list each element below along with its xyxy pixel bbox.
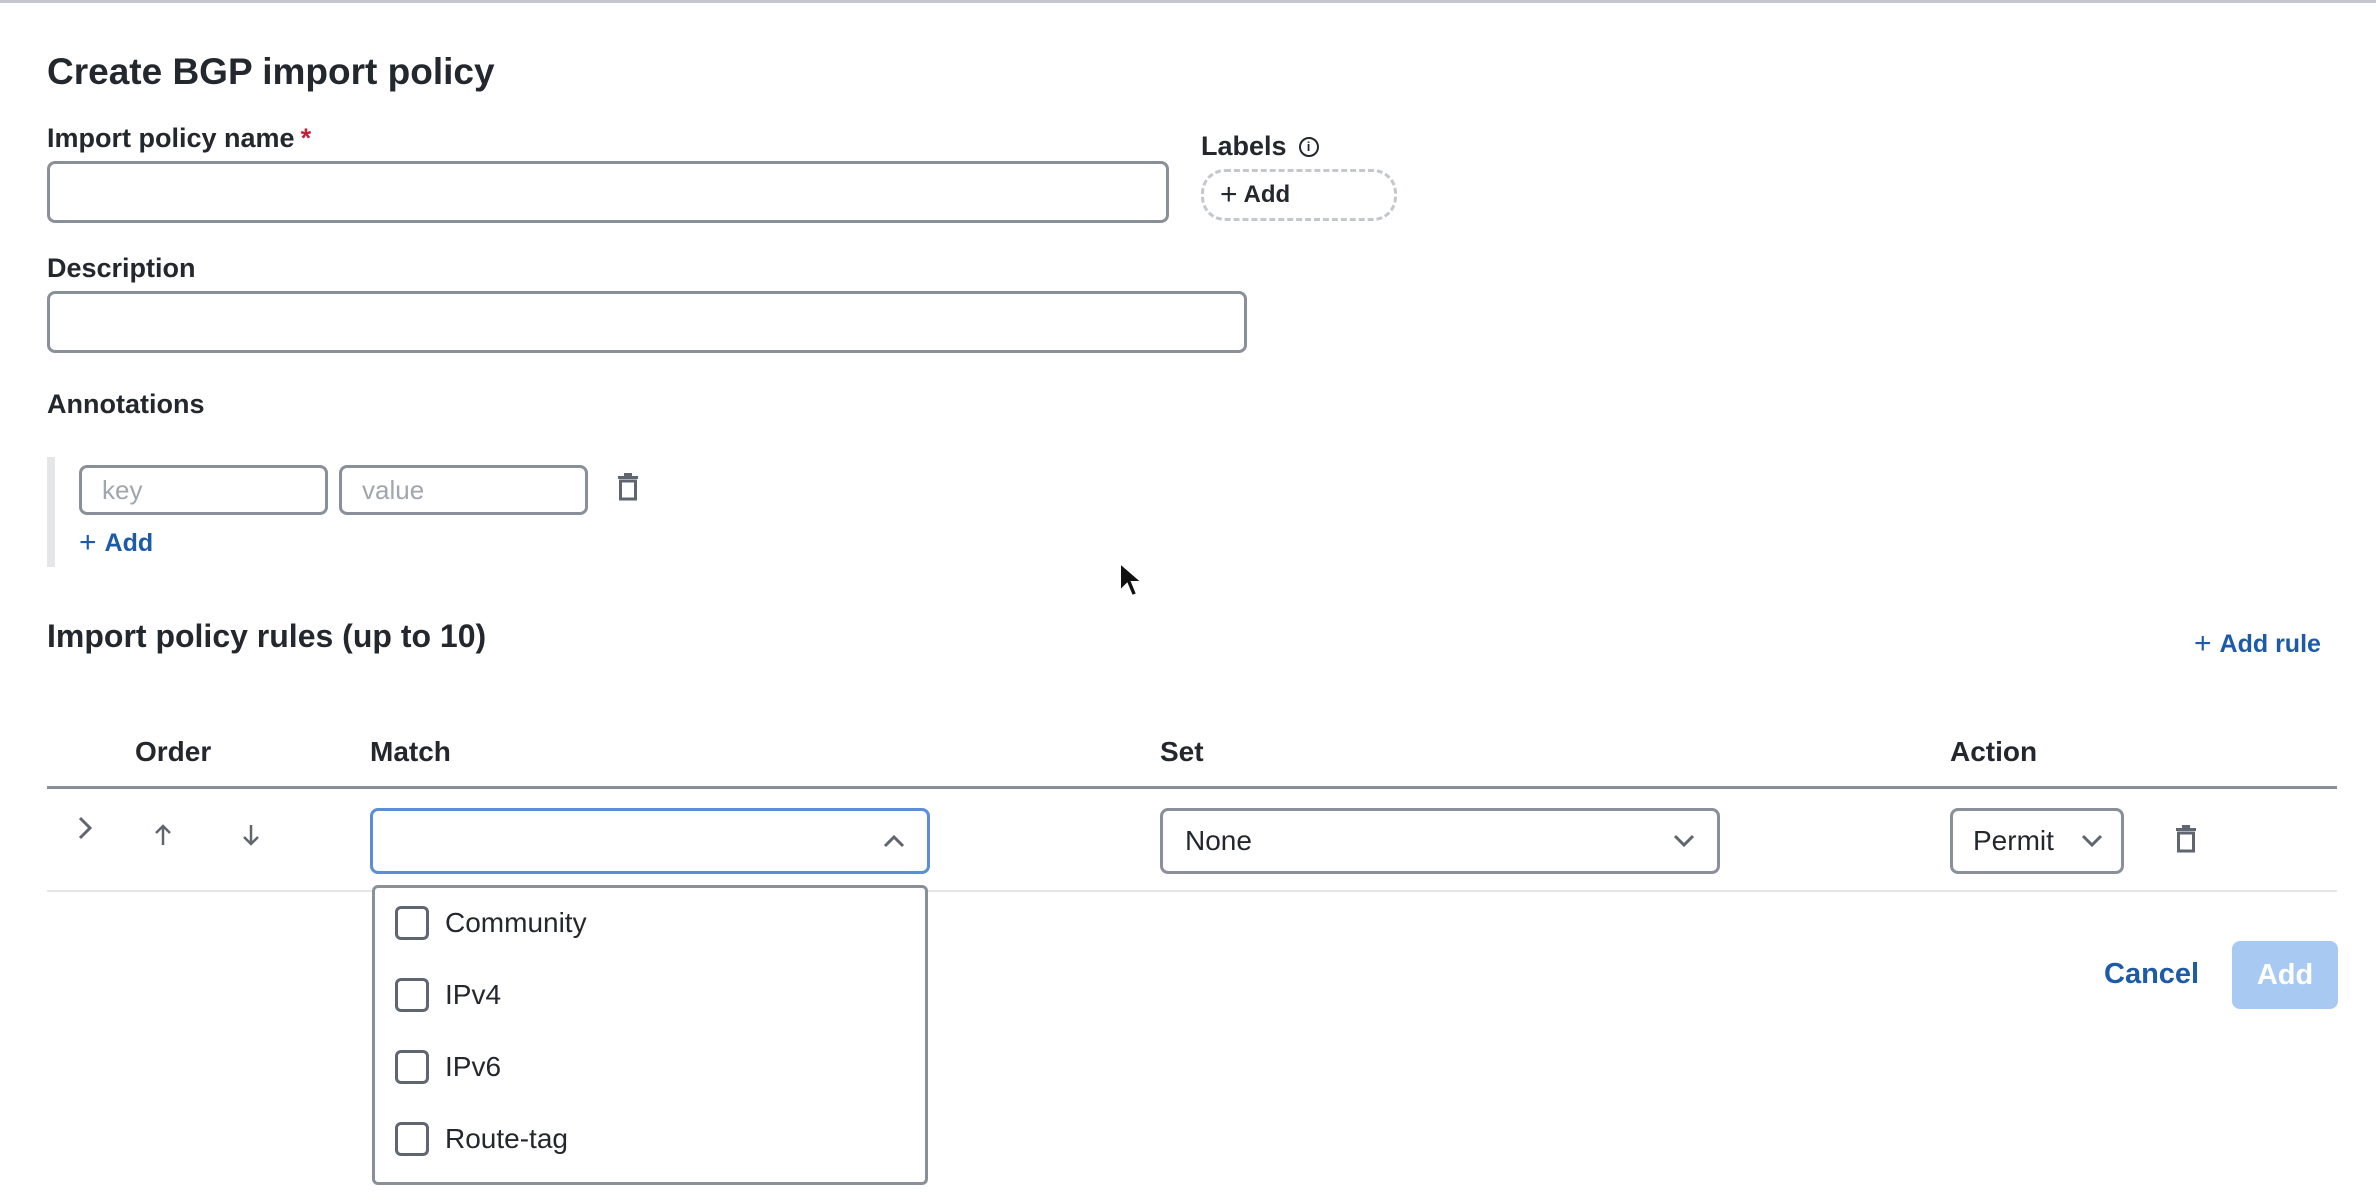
match-option-ipv6[interactable]: IPv6	[395, 1050, 501, 1084]
table-row-divider	[47, 890, 2337, 892]
move-down-button[interactable]	[238, 821, 264, 849]
add-button[interactable]: Add	[2232, 941, 2338, 1009]
action-select[interactable]: Permit	[1950, 808, 2124, 874]
delete-rule-button[interactable]	[2175, 825, 2197, 853]
annotations-label: Annotations	[47, 389, 205, 419]
move-up-button[interactable]	[150, 821, 176, 849]
expand-row-button[interactable]	[72, 813, 98, 843]
table-header-divider	[47, 786, 2337, 789]
annotations-add-button[interactable]: + Add	[79, 528, 153, 558]
rules-section-title: Import policy rules (up to 10)	[47, 618, 487, 654]
labels-label-text: Labels	[1201, 131, 1287, 161]
arrow-down-icon	[243, 825, 259, 846]
labels-add-button[interactable]: + Add	[1201, 169, 1397, 221]
chevron-down-icon	[2081, 834, 2103, 848]
annotation-delete-button[interactable]	[617, 473, 639, 501]
match-option-label: Route-tag	[445, 1123, 568, 1154]
match-option-label: Community	[445, 907, 587, 938]
trash-icon	[2176, 825, 2196, 853]
checkbox[interactable]	[395, 906, 429, 940]
policy-name-input[interactable]	[47, 161, 1169, 223]
description-label: Description	[47, 253, 196, 283]
column-header-set: Set	[1160, 736, 1204, 767]
chevron-down-icon	[1673, 834, 1695, 848]
match-option-label: IPv6	[445, 1051, 502, 1082]
match-option-label: IPv4	[445, 979, 502, 1010]
add-rule-text: Add rule	[2219, 629, 2321, 658]
chevron-right-icon	[78, 816, 93, 840]
annotation-value-input[interactable]	[339, 465, 588, 515]
plus-icon: +	[1220, 178, 1238, 211]
plus-icon: +	[2194, 627, 2212, 660]
description-input[interactable]	[47, 291, 1247, 353]
labels-label: Labels i	[1201, 131, 1319, 162]
column-header-action: Action	[1950, 736, 2038, 767]
annotations-group-bar	[47, 457, 55, 567]
checkbox[interactable]	[395, 1050, 429, 1084]
set-select-value: None	[1185, 825, 1252, 856]
info-icon[interactable]: i	[1298, 136, 1319, 157]
set-select[interactable]: None	[1160, 808, 1720, 874]
checkbox[interactable]	[395, 1122, 429, 1156]
match-dropdown-menu: Community IPv4 IPv6 Route-tag	[372, 885, 928, 1185]
cancel-button[interactable]: Cancel	[2104, 958, 2200, 990]
chevron-up-icon	[883, 834, 905, 848]
arrow-up-icon	[155, 824, 171, 845]
required-marker: *	[300, 123, 312, 153]
annotations-add-text: Add	[104, 528, 154, 557]
match-option-ipv4[interactable]: IPv4	[395, 978, 501, 1012]
add-rule-button[interactable]: + Add rule	[2194, 629, 2321, 659]
column-header-match: Match	[370, 736, 451, 767]
labels-add-text: Add	[1243, 181, 1291, 208]
trash-icon	[618, 473, 638, 501]
match-option-route-tag[interactable]: Route-tag	[395, 1122, 568, 1156]
mouse-cursor-icon	[1119, 561, 1144, 598]
action-select-value: Permit	[1973, 825, 2054, 856]
match-option-community[interactable]: Community	[395, 906, 587, 940]
checkbox[interactable]	[395, 978, 429, 1012]
annotation-key-input[interactable]	[79, 465, 328, 515]
policy-name-label-text: Import policy name	[47, 123, 295, 153]
plus-icon: +	[79, 526, 97, 559]
column-header-order: Order	[135, 736, 212, 767]
match-select[interactable]	[370, 808, 930, 874]
policy-name-label: Import policy name*	[47, 123, 311, 154]
dialog-title: Create BGP import policy	[47, 51, 495, 92]
